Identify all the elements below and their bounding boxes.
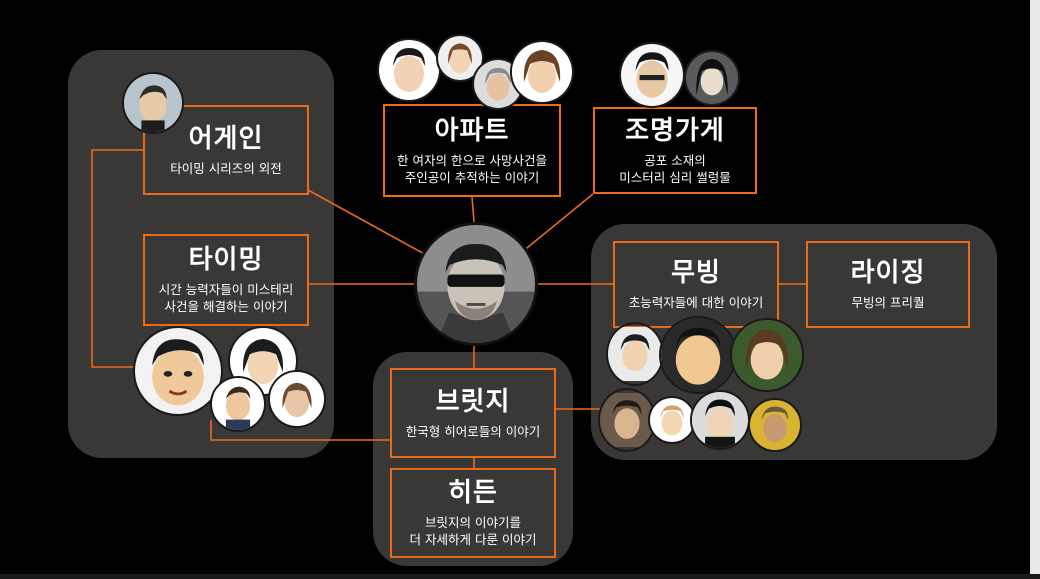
node-again-title: 어게인 — [188, 123, 264, 154]
node-lightshop[interactable]: 조명가게 공포 소재의 미스터리 심리 썰렁물 — [593, 107, 757, 194]
node-timing-title: 타이밍 — [188, 245, 264, 275]
node-bridge-title: 브릿지 — [435, 386, 511, 417]
again-character-icon — [122, 72, 184, 134]
node-again[interactable]: 어게인 타이밍 시리즈의 외전 — [143, 105, 309, 195]
window-bottom-edge — [0, 574, 1040, 579]
moving-character-icon-4 — [598, 388, 656, 452]
window-edge — [1030, 0, 1040, 579]
node-apartment-desc: 한 여자의 한으로 사망사건을 주인공이 추적하는 이야기 — [397, 152, 547, 185]
node-apartment-title: 아파트 — [434, 115, 510, 146]
link-hub-again — [307, 189, 429, 257]
moving-character-icon-5 — [648, 396, 696, 444]
node-apartment[interactable]: 아파트 한 여자의 한으로 사망사건을 주인공이 추적하는 이야기 — [383, 104, 561, 197]
node-bridge[interactable]: 브릿지 한국형 히어로들의 이야기 — [390, 368, 556, 458]
node-moving-title: 무빙 — [671, 258, 721, 288]
hub-portrait-icon — [414, 222, 538, 346]
moving-character-icon-3 — [730, 318, 804, 392]
node-rising-desc: 무빙의 프리퀄 — [851, 295, 925, 310]
node-lightshop-desc: 공포 소재의 미스터리 심리 썰렁물 — [619, 152, 731, 185]
node-hidden-desc: 브릿지의 이야기를 더 자세하게 다룬 이야기 — [409, 515, 537, 547]
moving-character-icon-6 — [690, 390, 750, 450]
node-rising[interactable]: 라이징 무빙의 프리퀄 — [806, 241, 970, 328]
apartment-character-icon-2 — [436, 34, 484, 82]
node-timing-desc: 시간 능력자들이 미스테리 사건을 해결하는 이야기 — [158, 282, 294, 314]
lightshop-character-icon-2 — [684, 50, 740, 106]
apartment-character-icon-4 — [510, 40, 574, 104]
node-hidden[interactable]: 히든 브릿지의 이야기를 더 자세하게 다룬 이야기 — [390, 468, 556, 558]
moving-character-icon-7 — [748, 398, 802, 452]
node-hidden-title: 히든 — [448, 478, 498, 508]
timing-character-icon-1 — [133, 326, 223, 416]
node-again-desc: 타이밍 시리즈의 외전 — [170, 160, 282, 176]
link-hub-apartment — [471, 196, 475, 223]
timing-character-icon-4 — [268, 370, 326, 428]
apartment-character-icon-1 — [377, 38, 441, 102]
node-lightshop-title: 조명가게 — [625, 115, 725, 146]
lightshop-character-icon-1 — [619, 42, 685, 108]
panel-bridge-series — [373, 352, 573, 566]
node-moving-desc: 초능력자들에 대한 이야기 — [628, 295, 764, 310]
node-moving[interactable]: 무빙 초능력자들에 대한 이야기 — [613, 241, 779, 328]
moving-character-icon-1 — [606, 322, 664, 386]
link-again-timing — [91, 149, 143, 368]
node-bridge-desc: 한국형 히어로들의 이야기 — [405, 423, 541, 439]
moving-character-icon-2 — [659, 316, 737, 394]
link-hub-lightshop — [521, 193, 594, 253]
node-timing[interactable]: 타이밍 시간 능력자들이 미스테리 사건을 해결하는 이야기 — [143, 234, 309, 326]
link-timing-bridge — [210, 420, 390, 441]
timing-character-icon-3 — [210, 376, 266, 432]
node-rising-title: 라이징 — [850, 258, 926, 288]
